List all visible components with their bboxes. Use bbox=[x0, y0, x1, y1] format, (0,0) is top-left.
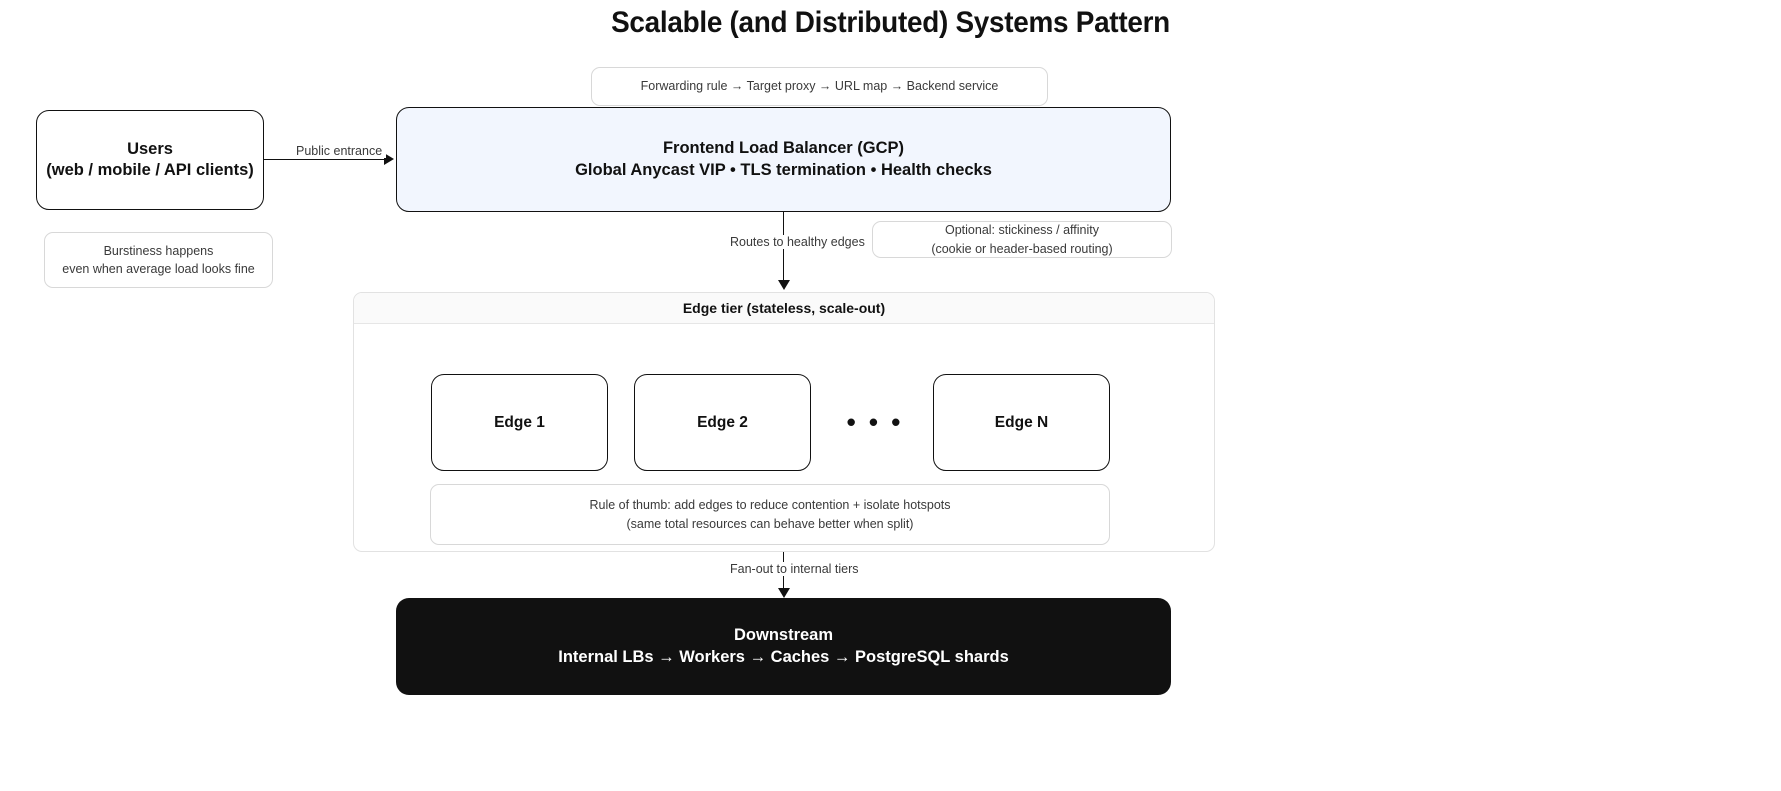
connector-edge-to-downstream-arrowhead bbox=[778, 588, 790, 598]
node-edge-2[interactable]: Edge 2 bbox=[634, 374, 811, 471]
edge-ellipsis-icon: • • • bbox=[846, 407, 904, 437]
connector-label-routes-to-healthy-edges: Routes to healthy edges bbox=[726, 235, 869, 249]
note-stickiness-affinity: Optional: stickiness / affinity (cookie … bbox=[872, 221, 1172, 258]
node-frontend-load-balancer[interactable]: Frontend Load Balancer (GCP) Global Anyc… bbox=[396, 107, 1171, 212]
node-edge-n-label: Edge N bbox=[994, 413, 1049, 431]
node-edge-1[interactable]: Edge 1 bbox=[431, 374, 608, 471]
node-edge-n[interactable]: Edge N bbox=[933, 374, 1110, 471]
node-users-line1: Users bbox=[127, 139, 173, 158]
node-edge-1-label: Edge 1 bbox=[494, 413, 545, 431]
node-edge-2-label: Edge 2 bbox=[697, 413, 748, 431]
connector-label-public-entrance: Public entrance bbox=[292, 144, 387, 158]
edge-tier-header: Edge tier (stateless, scale-out) bbox=[354, 293, 1214, 324]
note-rule-line1: Rule of thumb: add edges to reduce conte… bbox=[589, 498, 951, 513]
note-forwarding-line1: Forwarding rule → Target proxy → URL map… bbox=[640, 79, 999, 94]
note-burstiness: Burstiness happens even when average loa… bbox=[44, 232, 273, 288]
connector-users-to-lb-arrowhead bbox=[384, 153, 394, 165]
connector-label-fan-out: Fan-out to internal tiers bbox=[726, 562, 863, 576]
note-stickiness-line2: (cookie or header-based routing) bbox=[931, 241, 1113, 256]
note-burstiness-line2: even when average load looks fine bbox=[62, 262, 255, 276]
page-title: Scalable (and Distributed) Systems Patte… bbox=[611, 6, 1170, 39]
node-downstream-line2: Internal LBs → Workers → Caches → Postgr… bbox=[558, 647, 1009, 666]
note-rule-of-thumb: Rule of thumb: add edges to reduce conte… bbox=[430, 484, 1110, 545]
node-users[interactable]: Users (web / mobile / API clients) bbox=[36, 110, 264, 210]
connector-users-to-lb-line bbox=[264, 159, 384, 160]
node-lb-line2: Global Anycast VIP • TLS termination • H… bbox=[575, 160, 992, 179]
note-forwarding-rule: Forwarding rule → Target proxy → URL map… bbox=[591, 67, 1048, 106]
note-rule-line2: (same total resources can behave better … bbox=[626, 516, 914, 531]
node-downstream[interactable]: Downstream Internal LBs → Workers → Cach… bbox=[396, 598, 1171, 695]
node-downstream-line1: Downstream bbox=[733, 626, 834, 645]
note-burstiness-line1: Burstiness happens bbox=[103, 243, 214, 258]
node-users-line2: (web / mobile / API clients) bbox=[46, 161, 254, 179]
node-lb-line1: Frontend Load Balancer (GCP) bbox=[662, 139, 905, 158]
connector-lb-to-edge-arrowhead bbox=[778, 280, 790, 290]
note-stickiness-line1: Optional: stickiness / affinity bbox=[944, 223, 1099, 238]
